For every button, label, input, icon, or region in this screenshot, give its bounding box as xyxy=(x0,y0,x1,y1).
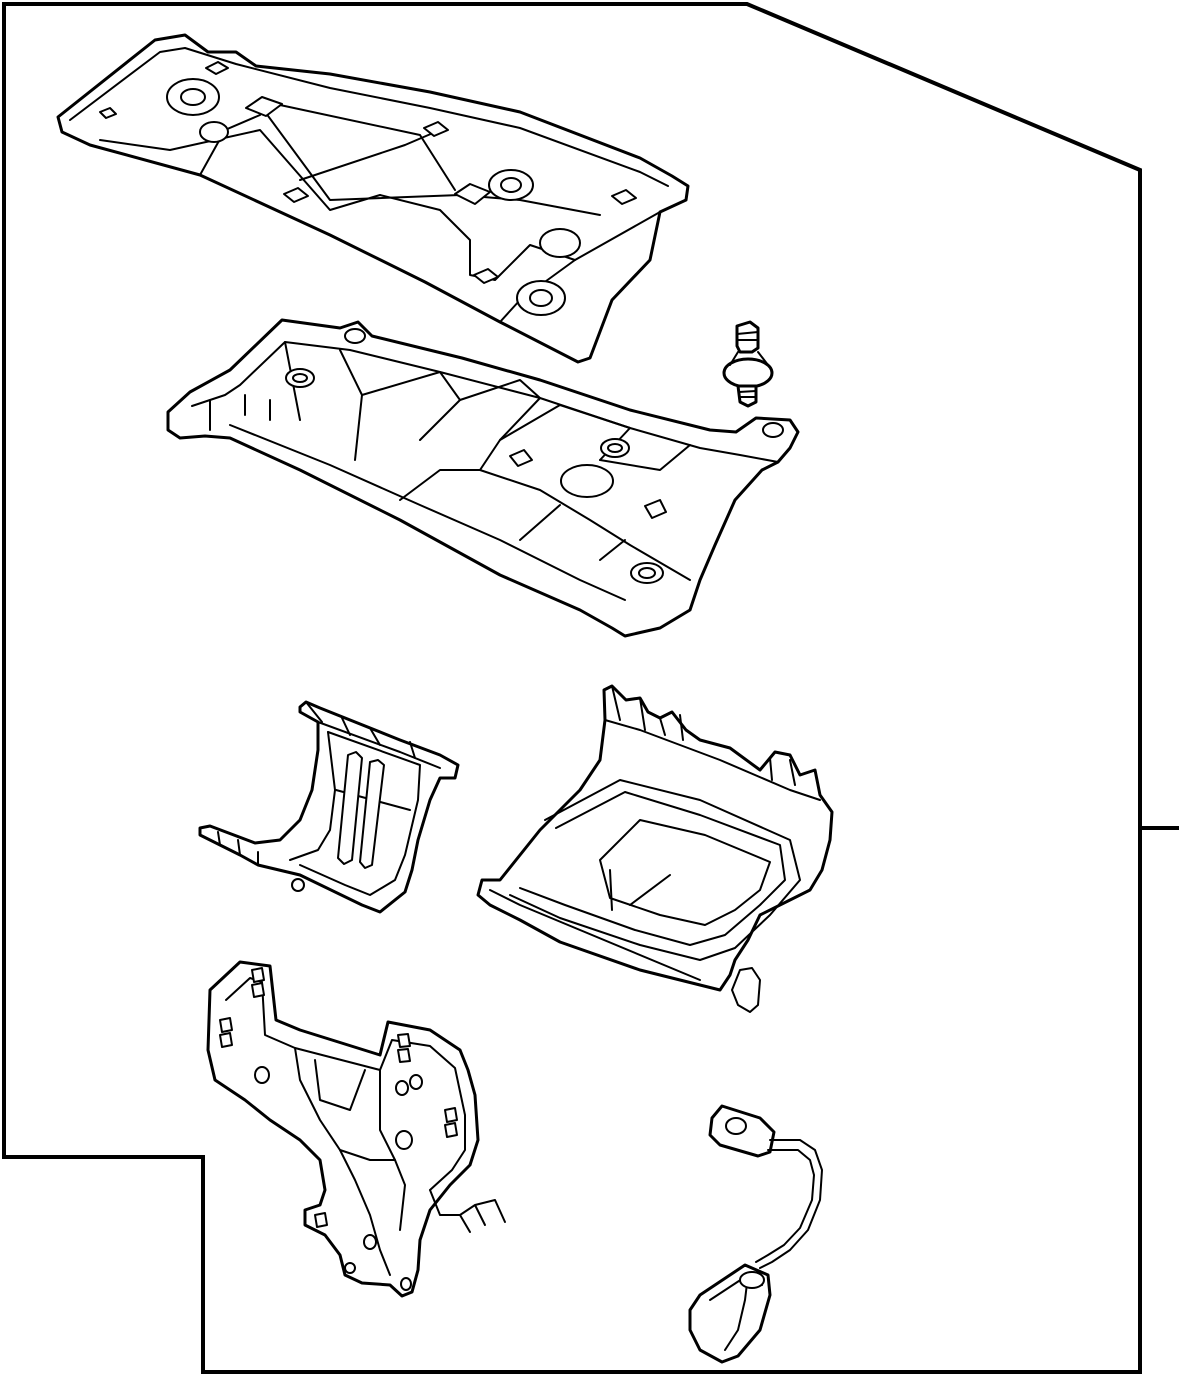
storage-bin-right xyxy=(476,684,834,1013)
mounting-plate xyxy=(206,960,506,1298)
lower-bracket-tray xyxy=(166,318,800,638)
sensor-with-harness xyxy=(688,1104,823,1364)
upper-cover-panel xyxy=(56,33,690,364)
fastener-stud xyxy=(722,320,774,408)
hinge-bracket-left xyxy=(198,700,460,914)
